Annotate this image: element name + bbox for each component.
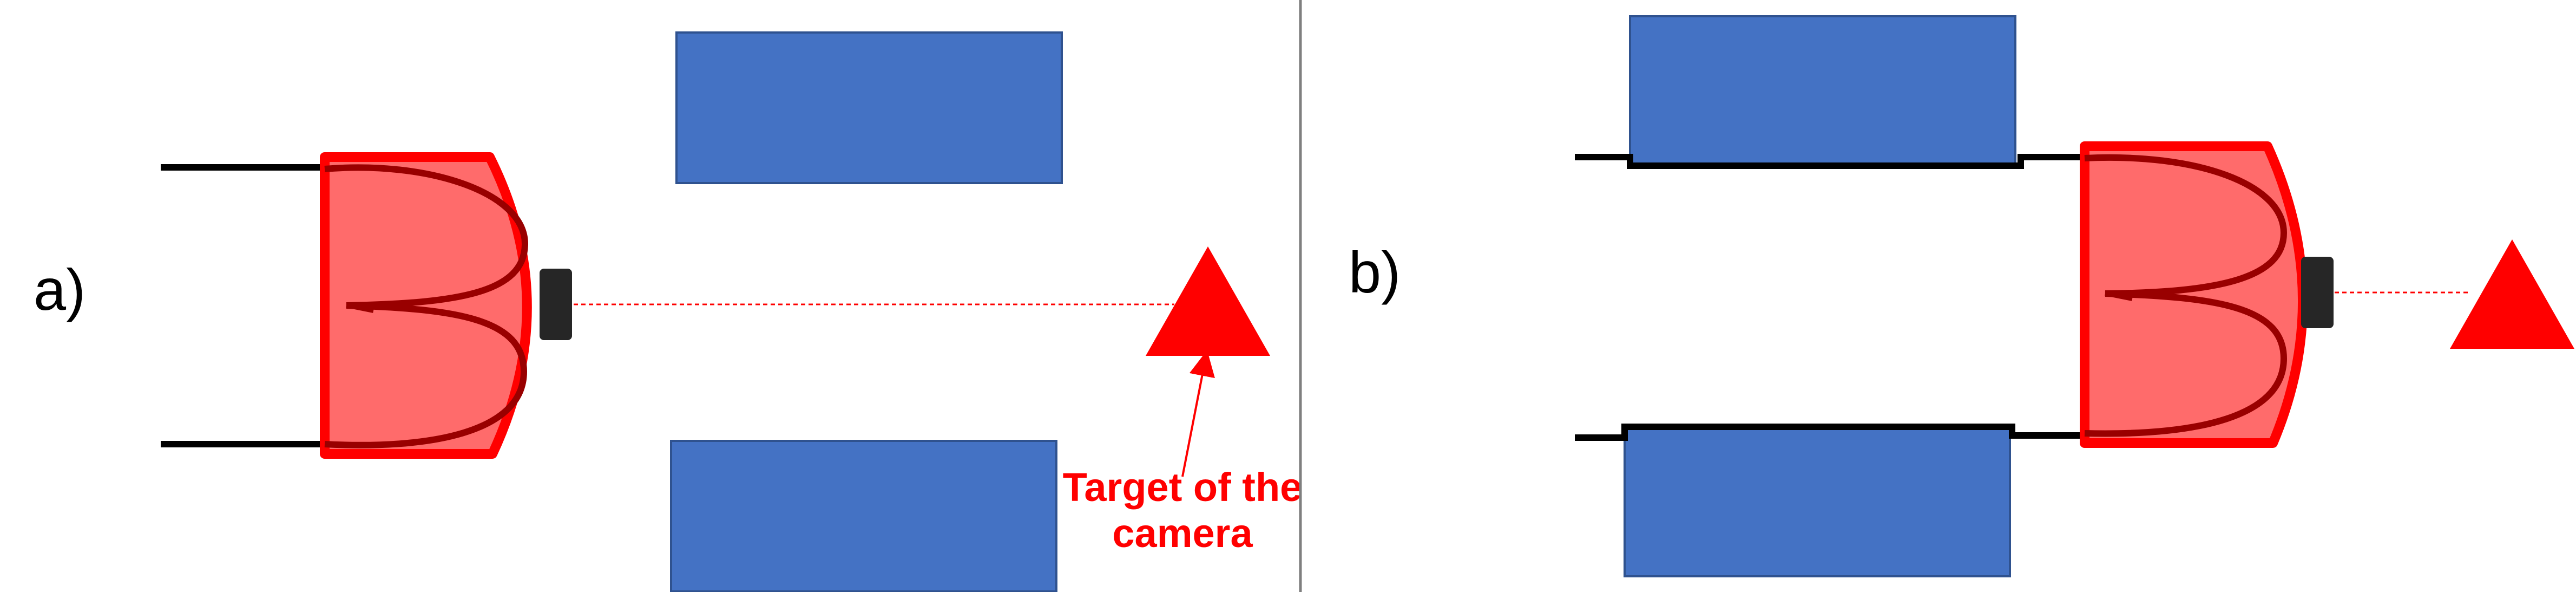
panel-a: a) Target of the camera <box>34 31 1303 592</box>
target-a-icon <box>1146 246 1270 356</box>
obstacle-b-top <box>1629 15 2016 168</box>
camera-b-icon <box>2301 257 2334 328</box>
robot-b-inner-tip <box>2105 291 2133 301</box>
annotation-arrow <box>1181 350 1215 477</box>
robot-a-inner-tip <box>346 303 374 313</box>
robot-b-bottom-line <box>1575 424 2084 441</box>
panel-a-label: a) <box>34 257 86 322</box>
target-annotation-line2: camera <box>1112 511 1253 556</box>
robot-a-body <box>320 152 532 459</box>
target-annotation-line1: Target of the <box>1063 465 1303 510</box>
panel-b: b) <box>1349 15 2574 577</box>
camera-a-icon <box>540 269 572 340</box>
obstacle-a-top <box>675 31 1063 184</box>
obstacle-b-bottom <box>1624 425 2011 577</box>
target-b-icon <box>2450 239 2574 349</box>
robot-b-top-line <box>1575 154 2084 169</box>
panel-b-label: b) <box>1349 239 1401 305</box>
obstacle-a-bottom <box>670 440 1057 592</box>
